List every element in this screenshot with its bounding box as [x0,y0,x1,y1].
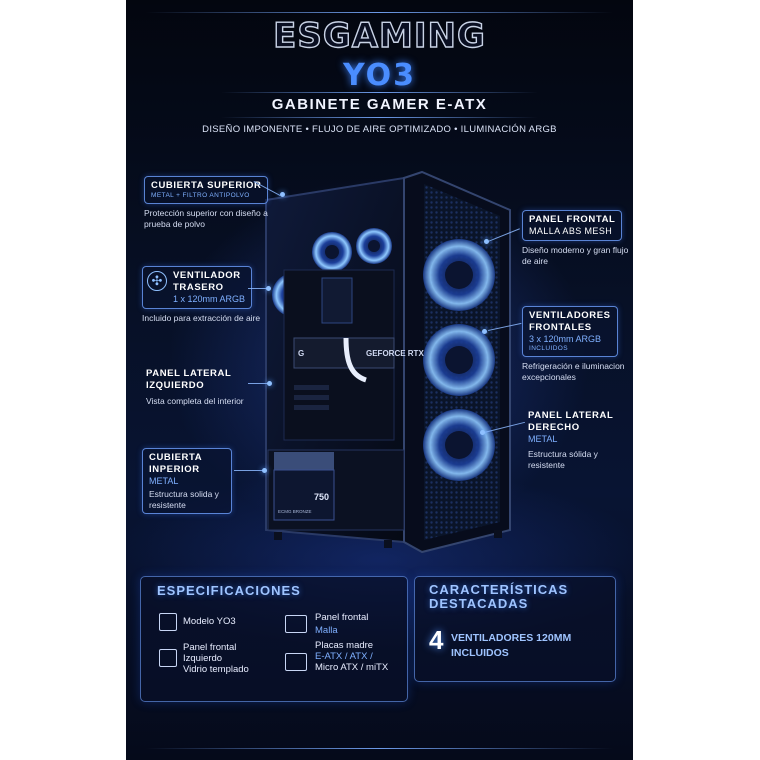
features-panel: CARACTERÍSTICAS DESTACADAS 4 VENTILADORE… [414,576,616,682]
callout-front-fans-box: VENTILADORES FRONTALES 3 x 120mm ARGB IN… [522,306,618,358]
callout-left-panel-title2: IZQUIERDO [146,379,205,391]
monitor-icon [159,613,177,631]
callout-rear-fan-sub: 1 x 120mm ARGB [173,293,246,304]
callout-front-fans-title2: FRONTALES [529,321,592,333]
bottom-cover-leader [234,470,264,471]
callout-top-cover-box: CUBIERTA SUPERIOR METAL + FILTRO ANTIPOL… [144,176,269,204]
rear-fan-dot [266,286,271,291]
psu-label: 750 [314,492,329,502]
left-panel-leader [248,383,270,384]
callout-bottom-cover-desc: Estructura solida y resistente [149,489,219,510]
callout-right-panel: PANEL LATERAL DERECHO METAL Estructura s… [528,410,632,470]
product-subtitle: GABINETE GAMER E-ATX [271,96,488,113]
top-cover-dot [280,192,285,197]
callout-front-panel-sub: MALLA ABS MESH [529,225,613,236]
callout-front-fans-title1: VENTILADORES [529,310,611,321]
callout-rear-fan-title2: TRASERO [173,281,224,293]
pc-case-image: GEFORCE RTX G 750 ECMG BRONZE [265,170,511,554]
rear-fan-leader [248,288,268,289]
spec-mb-value2: Micro ATX / miTX [315,661,389,673]
fan-icon: ✣ [147,271,167,291]
callout-front-fans-desc: Refrigeración e iluminacion excepcionale… [522,361,625,382]
callout-front-panel-box: PANEL FRONTAL MALLA ABS MESH [522,210,623,242]
spec-front-value: Malla [315,624,338,636]
motherboard-icon [285,653,307,671]
callout-bottom-cover-box: CUBIERTA INPERIOR METAL Estructura solid… [142,448,232,515]
spec-motherboard: Placas madre E-ATX / ATX / Micro ATX / m… [315,640,389,674]
features-text2: INCLUIDOS [451,646,509,659]
spec-left-label1: Panel frontal [183,642,237,653]
features-number: 4 [429,625,444,655]
callout-front-panel-desc: Diseño moderno y gran flujo de aire [522,245,629,266]
subtitle-divider-top [221,92,538,93]
callout-bottom-cover-title1: CUBIERTA [149,452,203,463]
features-title: CARACTERÍSTICAS DESTACADAS [429,582,569,612]
callout-front-panel: PANEL FRONTAL MALLA ABS MESH Diseño mode… [522,210,632,266]
features-text: VENTILADORES 120MM INCLUIDOS [451,631,571,660]
callout-right-panel-desc: Estructura sólida y resistente [528,449,598,470]
psu-brand: ECMG BRONZE [278,509,312,514]
front-panel-dot [484,239,489,244]
callout-front-fans: VENTILADORES FRONTALES 3 x 120mm ARGB IN… [522,306,632,382]
callout-bottom-cover-title2: INPERIOR [149,463,200,475]
spec-model: Modelo YO3 [183,616,236,627]
callout-left-panel-title1: PANEL LATERAL [146,368,232,379]
callout-right-panel-title1: PANEL LATERAL [528,410,614,421]
callout-top-cover-desc: Protección superior con diseño a prueba … [144,208,268,229]
callout-front-fans-sub2: INCLUIDOS [529,345,568,352]
features-title1: CARACTERÍSTICAS [429,582,569,597]
callout-rear-fan-desc: Incluido para extracción de aire [142,313,261,323]
callout-rear-fan-title1: VENTILADOR [173,270,241,281]
product-tagline: DISEÑO IMPONENTE • FLUJO DE AIRE OPTIMIZ… [202,124,557,135]
callout-bottom-cover: CUBIERTA INPERIOR METAL Estructura solid… [142,448,274,515]
bottom-cover-dot [262,468,267,473]
callout-right-panel-title2: DERECHO [528,421,580,433]
brand-logo: ESGAMING [272,15,486,56]
subtitle-divider-bottom [221,117,538,118]
callout-rear-fan-box: ✣ VENTILADOR TRASERO 1 x 120mm ARGB [142,266,253,309]
specs-title: ESPECIFICACIONES [157,583,301,598]
front-fans-dot [482,329,487,334]
gpu-label: GEFORCE RTX [366,349,424,358]
bottom-divider [146,748,613,749]
specs-panel: ESPECIFICACIONES Modelo YO3 Panel fronta… [140,576,408,702]
callout-right-panel-sub: METAL [528,433,558,444]
callout-top-cover-title: CUBIERTA SUPERIOR [151,180,262,191]
model-title: YO3 [342,58,417,93]
left-panel-dot [267,381,272,386]
spec-left-label2: Izquierdo [183,652,223,664]
callout-left-panel-desc: Vista completa del interior [146,395,244,406]
callout-front-fans-sub: 3 x 120mm ARGB [529,333,602,344]
callout-bottom-cover-sub: METAL [149,475,179,486]
spec-left-value: Vidrio templado [183,663,249,675]
features-title2: DESTACADAS [429,596,529,612]
spec-mb-value1: E-ATX / ATX / [315,650,373,662]
gpu-brand: G [298,349,304,358]
spec-front-panel: Panel frontal Malla [315,612,369,637]
callout-top-cover-sub: METAL + FILTRO ANTIPOLVO [151,191,250,199]
features-text1: VENTILADORES 120MM [451,632,572,644]
product-poster: ESGAMING YO3 GABINETE GAMER E-ATX DISEÑO… [126,0,633,760]
callout-left-panel: PANEL LATERAL IZQUIERDO Vista completa d… [146,368,266,406]
panel-icon [159,649,177,667]
right-panel-dot [480,430,485,435]
mesh-icon [285,615,307,633]
callout-rear-fan: ✣ VENTILADOR TRASERO 1 x 120mm ARGB Incl… [142,266,274,324]
spec-mb-label: Placas madre [315,640,374,651]
spec-front-label: Panel frontal [315,612,369,623]
callout-top-cover: CUBIERTA SUPERIOR METAL + FILTRO ANTIPOL… [144,176,276,229]
spec-left-panel: Panel frontal Izquierdo Vidrio templado [183,642,249,676]
top-divider [146,12,613,13]
callout-front-panel-title: PANEL FRONTAL [529,214,616,225]
